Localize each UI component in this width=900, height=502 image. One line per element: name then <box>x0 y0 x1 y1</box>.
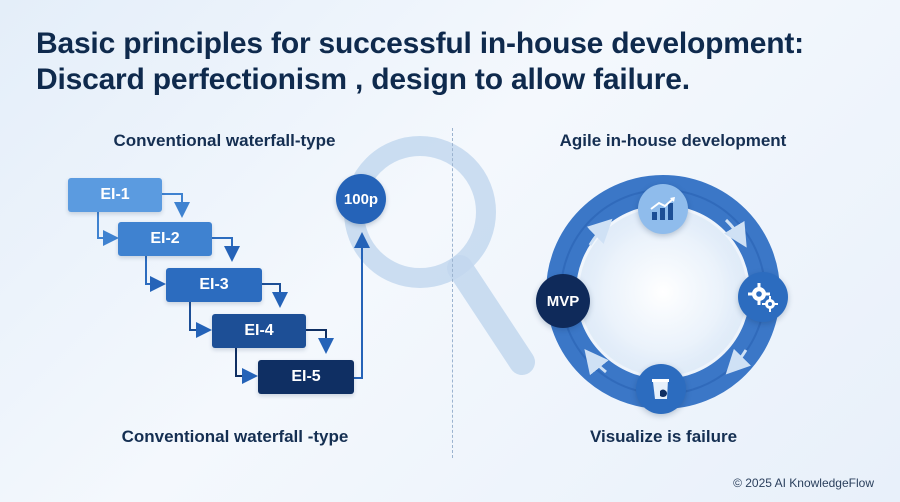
connector-1-right <box>162 193 190 218</box>
target-100p-badge: 100p <box>336 174 386 224</box>
waterfall-step-2: EI-2 <box>118 222 212 256</box>
page-title-line-2: Discard perfectionism , design to allow … <box>36 63 690 96</box>
connector-1-left <box>97 210 119 246</box>
mvp-node: MVP <box>536 274 590 328</box>
chart-icon <box>638 184 688 234</box>
waterfall-step-1: EI-1 <box>68 178 162 212</box>
page-title-line-1: Basic principles for successful in-house… <box>36 27 804 60</box>
waterfall-caption: Conventional waterfall -type <box>121 427 349 446</box>
agile-caption: Visualize is failure <box>589 427 738 446</box>
connector-2-right <box>212 237 240 262</box>
connector-3-right <box>262 283 288 308</box>
connector-4-right <box>306 329 334 354</box>
waterfall-step-3: EI-3 <box>166 268 262 302</box>
waterfall-heading: Conventional waterfall-type <box>113 131 336 150</box>
connector-2-left <box>145 256 166 292</box>
section-divider <box>452 128 453 458</box>
page-title: Basic principles for successful in-house… <box>36 26 876 98</box>
connector-to-target <box>354 232 370 379</box>
waterfall-step-4: EI-4 <box>212 314 306 348</box>
trash-icon <box>636 364 686 414</box>
copyright-notice: © 2025 AI KnowledgeFlow <box>733 476 874 490</box>
waterfall-step-5: EI-5 <box>258 360 354 394</box>
connector-3-left <box>189 302 212 338</box>
connector-4-left <box>235 348 258 384</box>
agile-heading: Agile in-house development <box>559 131 787 150</box>
gears-icon <box>738 272 788 322</box>
